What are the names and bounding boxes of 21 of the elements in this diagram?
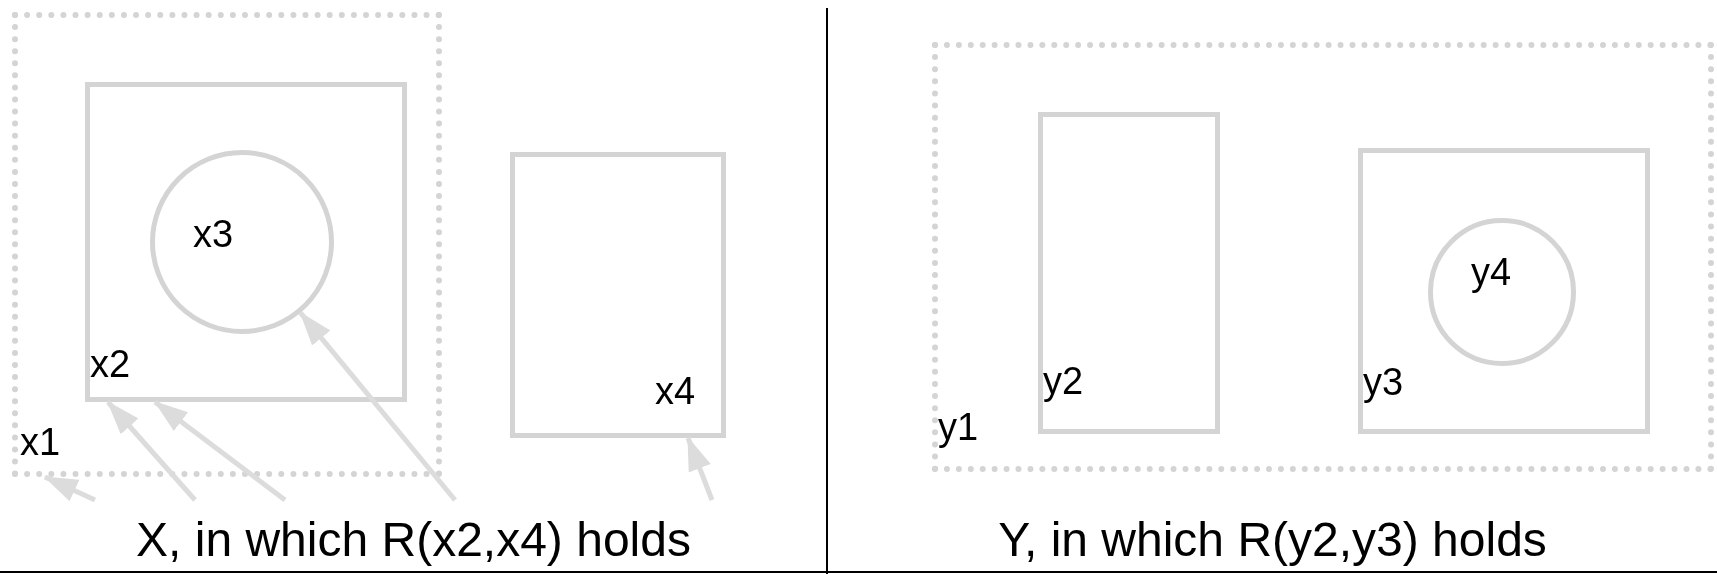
square-box (510, 152, 726, 438)
arrow (106, 400, 197, 502)
dotted-region (12, 12, 442, 477)
node-label: y2 (1043, 362, 1084, 400)
node-label: x4 (655, 372, 696, 410)
node-label: x2 (90, 345, 131, 383)
node-label: x3 (193, 215, 234, 253)
node-label: y1 (938, 408, 979, 446)
caption: X, in which R(x2,x4) holds (136, 516, 691, 564)
square-box (85, 82, 407, 402)
arrow (685, 436, 715, 501)
dotted-region (932, 42, 1714, 472)
node-label: y3 (1363, 363, 1404, 401)
caption: Y, in which R(y2,y3) holds (998, 516, 1547, 564)
node-label: y4 (1471, 253, 1512, 291)
node-label: x1 (20, 423, 61, 461)
arrow (43, 474, 97, 503)
arrow (298, 311, 457, 502)
square-box (1358, 148, 1650, 434)
square-box (1038, 112, 1220, 434)
arrow (153, 400, 287, 502)
